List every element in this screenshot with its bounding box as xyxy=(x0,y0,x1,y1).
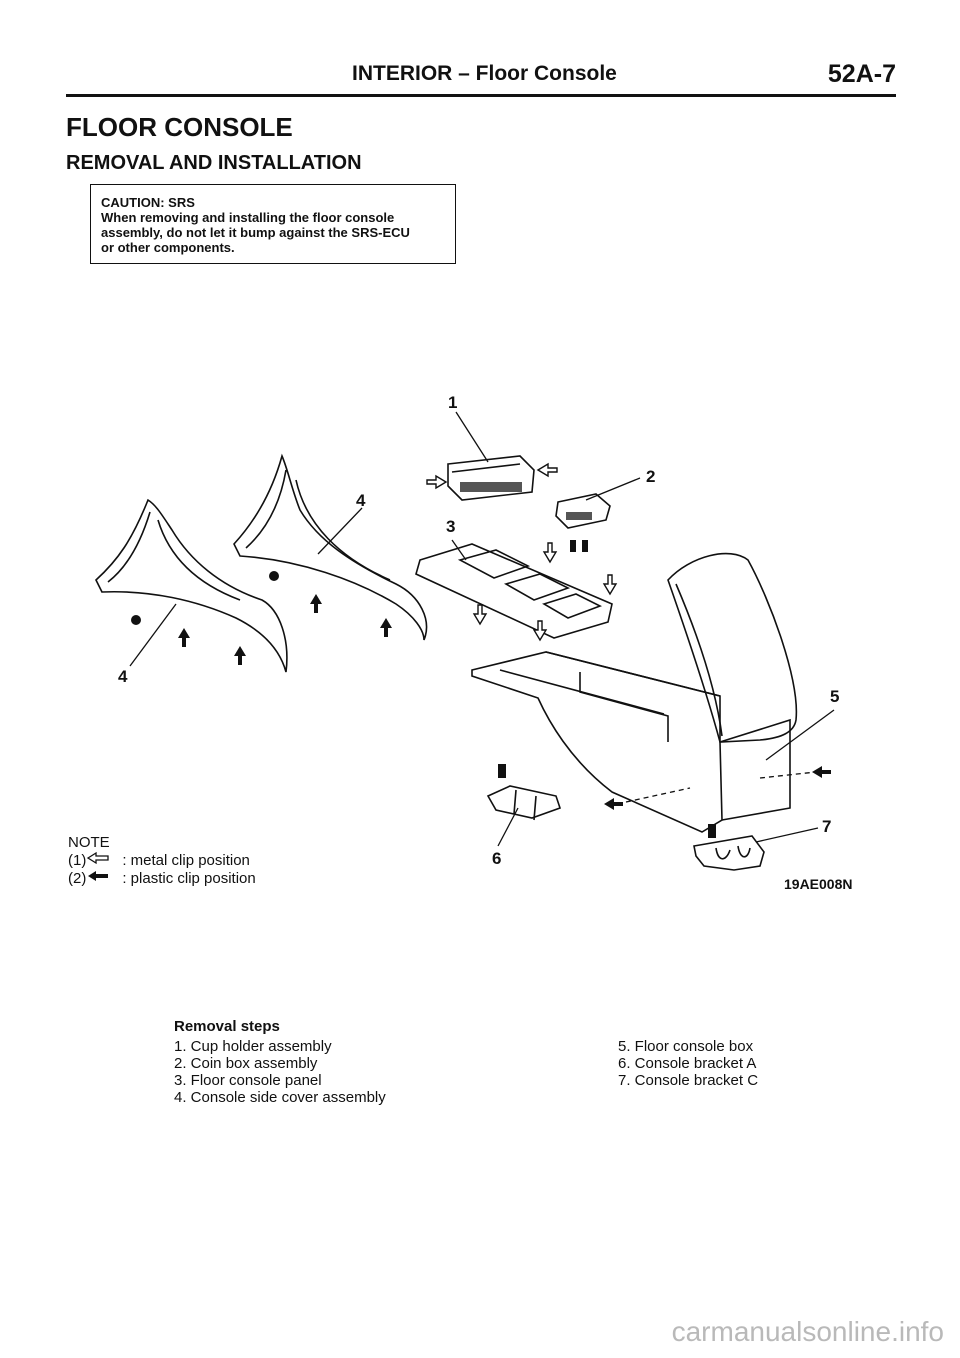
steps-column-left: 1. Cup holder assembly 2. Coin box assem… xyxy=(174,1038,386,1106)
callout-2: 2 xyxy=(646,467,655,486)
page-title: FLOOR CONSOLE xyxy=(66,112,293,142)
removal-steps: Removal steps 1. Cup holder assembly 2. … xyxy=(174,1018,814,1106)
console-bracket-c xyxy=(693,835,765,871)
note-item: (2) : plastic clip position xyxy=(68,869,256,887)
callout-6: 6 xyxy=(492,849,501,868)
note-prefix: (1) xyxy=(68,851,87,869)
callout-4-upper: 4 xyxy=(356,491,366,510)
coin-box xyxy=(555,493,611,529)
list-item: 3. Floor console panel xyxy=(174,1072,322,1089)
list-item: 2. Coin box assembly xyxy=(174,1055,318,1072)
list-item: 4. Console side cover assembly xyxy=(174,1089,386,1106)
figure-code: 19AE008N xyxy=(784,876,853,892)
caution-line: or other components. xyxy=(101,240,235,255)
note-text: : metal clip position xyxy=(122,851,250,869)
steps-column-right: 5. Floor console box 6. Console bracket … xyxy=(618,1038,758,1089)
watermark: carmanualsonline.info xyxy=(671,1316,944,1347)
callout-1: 1 xyxy=(448,393,457,412)
caution-box: CAUTION: SRS When removing and installin… xyxy=(90,184,456,264)
note-item: (1) : metal clip position xyxy=(68,851,256,869)
note-prefix: (2) xyxy=(68,869,87,887)
callout-7: 7 xyxy=(822,817,831,836)
caution-line: When removing and installing the floor c… xyxy=(101,210,395,225)
side-cover-left xyxy=(95,498,288,673)
outline-arrow-icon xyxy=(86,851,122,869)
callout-4-lower: 4 xyxy=(118,667,128,686)
legend-note: NOTE (1) : metal clip position (2) : pla… xyxy=(68,834,256,887)
armrest-lid xyxy=(667,552,798,743)
list-item: 1. Cup holder assembly xyxy=(174,1038,332,1055)
list-item: 6. Console bracket A xyxy=(618,1055,757,1072)
page-number: 52A-7 xyxy=(827,60,896,88)
cup-holder xyxy=(447,455,535,501)
removal-steps-title: Removal steps xyxy=(174,1018,280,1035)
console-box xyxy=(471,651,791,833)
side-cover-right xyxy=(233,453,428,641)
section-title: INTERIOR – Floor Console xyxy=(352,62,617,85)
solid-arrow-icon xyxy=(86,869,122,887)
console-bracket-a xyxy=(486,785,562,821)
note-label: NOTE xyxy=(68,834,110,851)
list-item: 7. Console bracket C xyxy=(618,1072,759,1089)
console-panel xyxy=(415,543,613,639)
section-subtitle: REMOVAL AND INSTALLATION xyxy=(66,152,362,174)
note-text: : plastic clip position xyxy=(122,869,256,887)
page-header: INTERIOR – Floor Console 52A-7 xyxy=(66,60,896,98)
header-rule xyxy=(66,94,896,97)
leader-lines xyxy=(129,411,835,847)
caution-title: CAUTION: SRS xyxy=(101,195,195,210)
list-item: 5. Floor console box xyxy=(618,1038,754,1055)
callout-5: 5 xyxy=(830,687,839,706)
caution-line: assembly, do not let it bump against the… xyxy=(101,225,410,240)
callout-3: 3 xyxy=(446,517,455,536)
clip-icon xyxy=(131,540,716,838)
